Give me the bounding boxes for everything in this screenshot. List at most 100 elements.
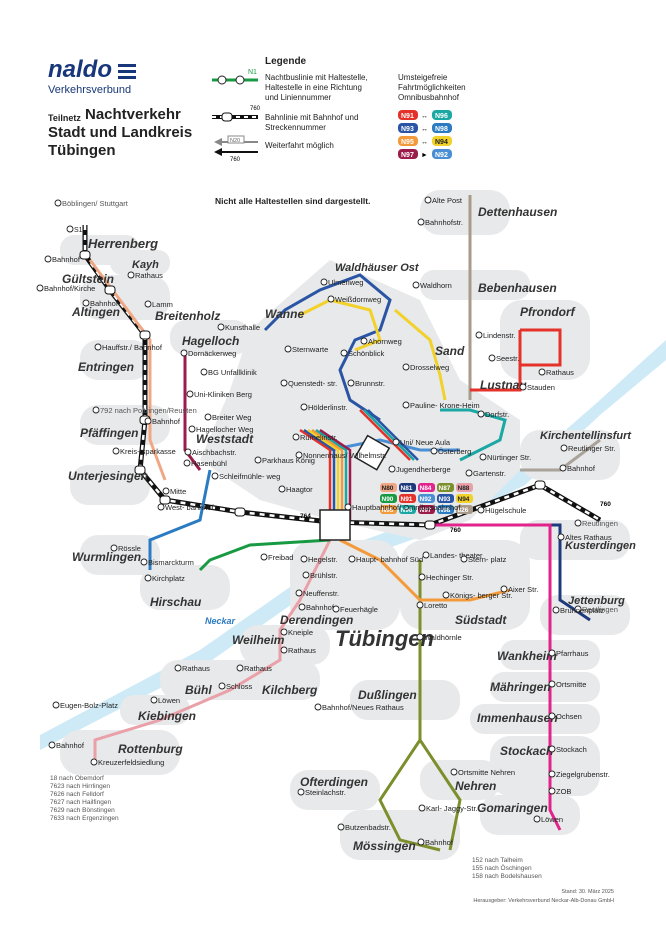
place-kirchentellinsfurt: Kirchentellinsfurt [540, 430, 632, 442]
rottenburg-connection: 7629 nach Bönstingen [50, 807, 115, 814]
stop-marker-westbahnhof [157, 503, 165, 511]
stop-marker-rot_bahnhof [48, 741, 56, 749]
stop-marker-altes_rathaus [557, 533, 565, 541]
transfer-label-n96: N96 [435, 113, 448, 120]
hub-badge-n84 [418, 483, 435, 492]
stop-hagellocher: Hagellocher Weg [196, 425, 253, 434]
place-pfrondorf: Pfrondorf [520, 305, 576, 319]
rail-station-marker [104, 285, 116, 295]
stop-jugendherberge: Jugendherberge [396, 465, 451, 474]
stop-seestr: Seestr. [496, 354, 519, 363]
transfer-label-n98: N98 [435, 126, 448, 133]
stop-kunsthalle: Kunsthalle [225, 323, 260, 332]
hub-badge-826 [456, 505, 473, 514]
transfer-badge-n94 [432, 136, 452, 146]
stop-hbf: Hauptbahnhof/ Omnibusbahnhof [352, 503, 461, 512]
rail-lines [82, 195, 602, 528]
rottenburg-connection: 7623 nach Hirrlingen [50, 783, 110, 790]
stop-hoelderlin: Hölderlinstr. [308, 403, 348, 412]
stop-marker-moe_bahnhof [417, 838, 425, 846]
stop-marker-pauline [402, 401, 410, 409]
stop-marker-quenstedt [280, 379, 288, 387]
stop-loewen_gom: Löwen [541, 815, 563, 824]
stop-marker-kil_rathaus [236, 664, 244, 672]
stop-marker-ortsmitte_neh [450, 768, 458, 776]
stop-feuerhaegle: Feuerhägle [340, 605, 378, 614]
stop-rathaus_pfr: Rathaus [546, 368, 574, 377]
stop-koenigsberger: Königs- berger Str. [450, 591, 513, 600]
rail-station-marker [79, 250, 91, 260]
stop-drosselweg: Drosselweg [410, 363, 449, 372]
stop-nonnenhaus: Nonnenhaus/ Wilhelmstr. [303, 451, 386, 460]
stop-marker-kirchen_bahnhof [559, 464, 567, 472]
network-prefix: Teilnetz [48, 113, 81, 123]
legend-night-line-text: Nachtbuslinie mit Haltestelle, Haltestel… [265, 73, 368, 102]
stop-marker-ruemelin [292, 433, 300, 441]
hub-badge-label-n88: N88 [458, 485, 470, 492]
stop-marker-waldhoernle [416, 633, 424, 641]
stop-gue_kirche: Bahnhof/Kirche [44, 284, 95, 293]
stop-marker-stockach_stop [548, 745, 556, 753]
stop-marker-aischbach [184, 448, 192, 456]
stop-altes_rathaus: Altes Rathaus [565, 533, 612, 542]
hub-badge-label-n95: N95 [382, 507, 394, 514]
hub-badge-n98 [437, 505, 454, 514]
stop-landestheater: Landes- theater [430, 551, 483, 560]
stop-quenstedt: Quenstedt- str. [288, 379, 337, 388]
stop-marker-hb_bahnhof [44, 255, 52, 263]
stop-freibad: Freibad [268, 553, 293, 562]
stop-reutlinger_str: Reutlinger Str. [568, 444, 616, 453]
stop-marker-hauffstr [94, 343, 102, 351]
stop-marker-mitte [162, 487, 170, 495]
stop-marker-loewen_gom [533, 815, 541, 823]
stop-sternplatz: Stern- platz [468, 555, 507, 564]
stop-marker-weissdorn [327, 295, 335, 303]
place-immenhausen: Immenhausen [477, 711, 558, 725]
stop-marker-zob [548, 787, 556, 795]
transfer-label-n93: N93 [401, 126, 414, 133]
stop-mitte: Mitte [170, 487, 186, 496]
place-kusterdingen: Kusterdingen [565, 540, 636, 552]
stop-hasenbuehl: Hasenbühl [191, 459, 227, 468]
stop-marker-nonnenhaus [295, 451, 303, 459]
transfer-badge-n98 [432, 123, 452, 133]
transfer-label-n91: N91 [401, 113, 414, 120]
stop-marker-lamm [144, 300, 152, 308]
place-dettenhausen: Dettenhausen [478, 205, 557, 219]
stop-ruemelin: Rümelinstr. [300, 433, 338, 442]
stop-hbf_sued: Haupt- bahnhof Süd [356, 555, 423, 564]
stop-gartenstr: Gartenstr. [473, 469, 506, 478]
hbf-hub-box [319, 509, 351, 541]
stop-marker-oesterberg [430, 447, 438, 455]
stop-marker-buehl_rathaus [174, 664, 182, 672]
place-gueltstein: Gültstein [62, 272, 114, 286]
place-lustnau: Lustnau [480, 378, 527, 392]
legend-continue-text: Weiterfahrt möglich [265, 141, 334, 150]
stop-wei_rathaus: Rathaus [288, 646, 316, 655]
place-weilheim: Weilheim [232, 633, 285, 647]
stop-weissdorn: Weißdornweg [335, 295, 381, 304]
stop-ahornweg: Ahornweg [368, 337, 402, 346]
hub-badge-label-n91: N91 [401, 496, 413, 503]
stop-stockach_stop: Stockach [556, 745, 587, 754]
hub-badge-n91 [399, 494, 416, 503]
legend-continue-bus-label: N20 [230, 138, 240, 144]
logo-bars-icon [118, 64, 136, 82]
stop-boeblingen: Böblingen/ Stuttgart [62, 199, 129, 208]
stop-ulmenweg: Ulmenweg [328, 278, 363, 287]
stop-marker-boeblingen [54, 199, 62, 207]
stop-schoenblick: Schönblick [348, 349, 385, 358]
hub-badge-label-n93: N93 [439, 496, 451, 503]
map-title-line3-text: Tübingen [48, 142, 116, 159]
place-weststadt: Weststadt [196, 432, 254, 446]
hub-badge-n96 [399, 505, 416, 514]
stop-marker-ortsmitte_mae [548, 680, 556, 688]
stop-aixer: Aixer Str. [508, 585, 538, 594]
legend-note: Nicht alle Haltestellen sind dargestellt… [215, 196, 371, 206]
place-moessingen: Mössingen [353, 839, 416, 853]
stop-dorfstr: Dorfstr. [485, 410, 509, 419]
